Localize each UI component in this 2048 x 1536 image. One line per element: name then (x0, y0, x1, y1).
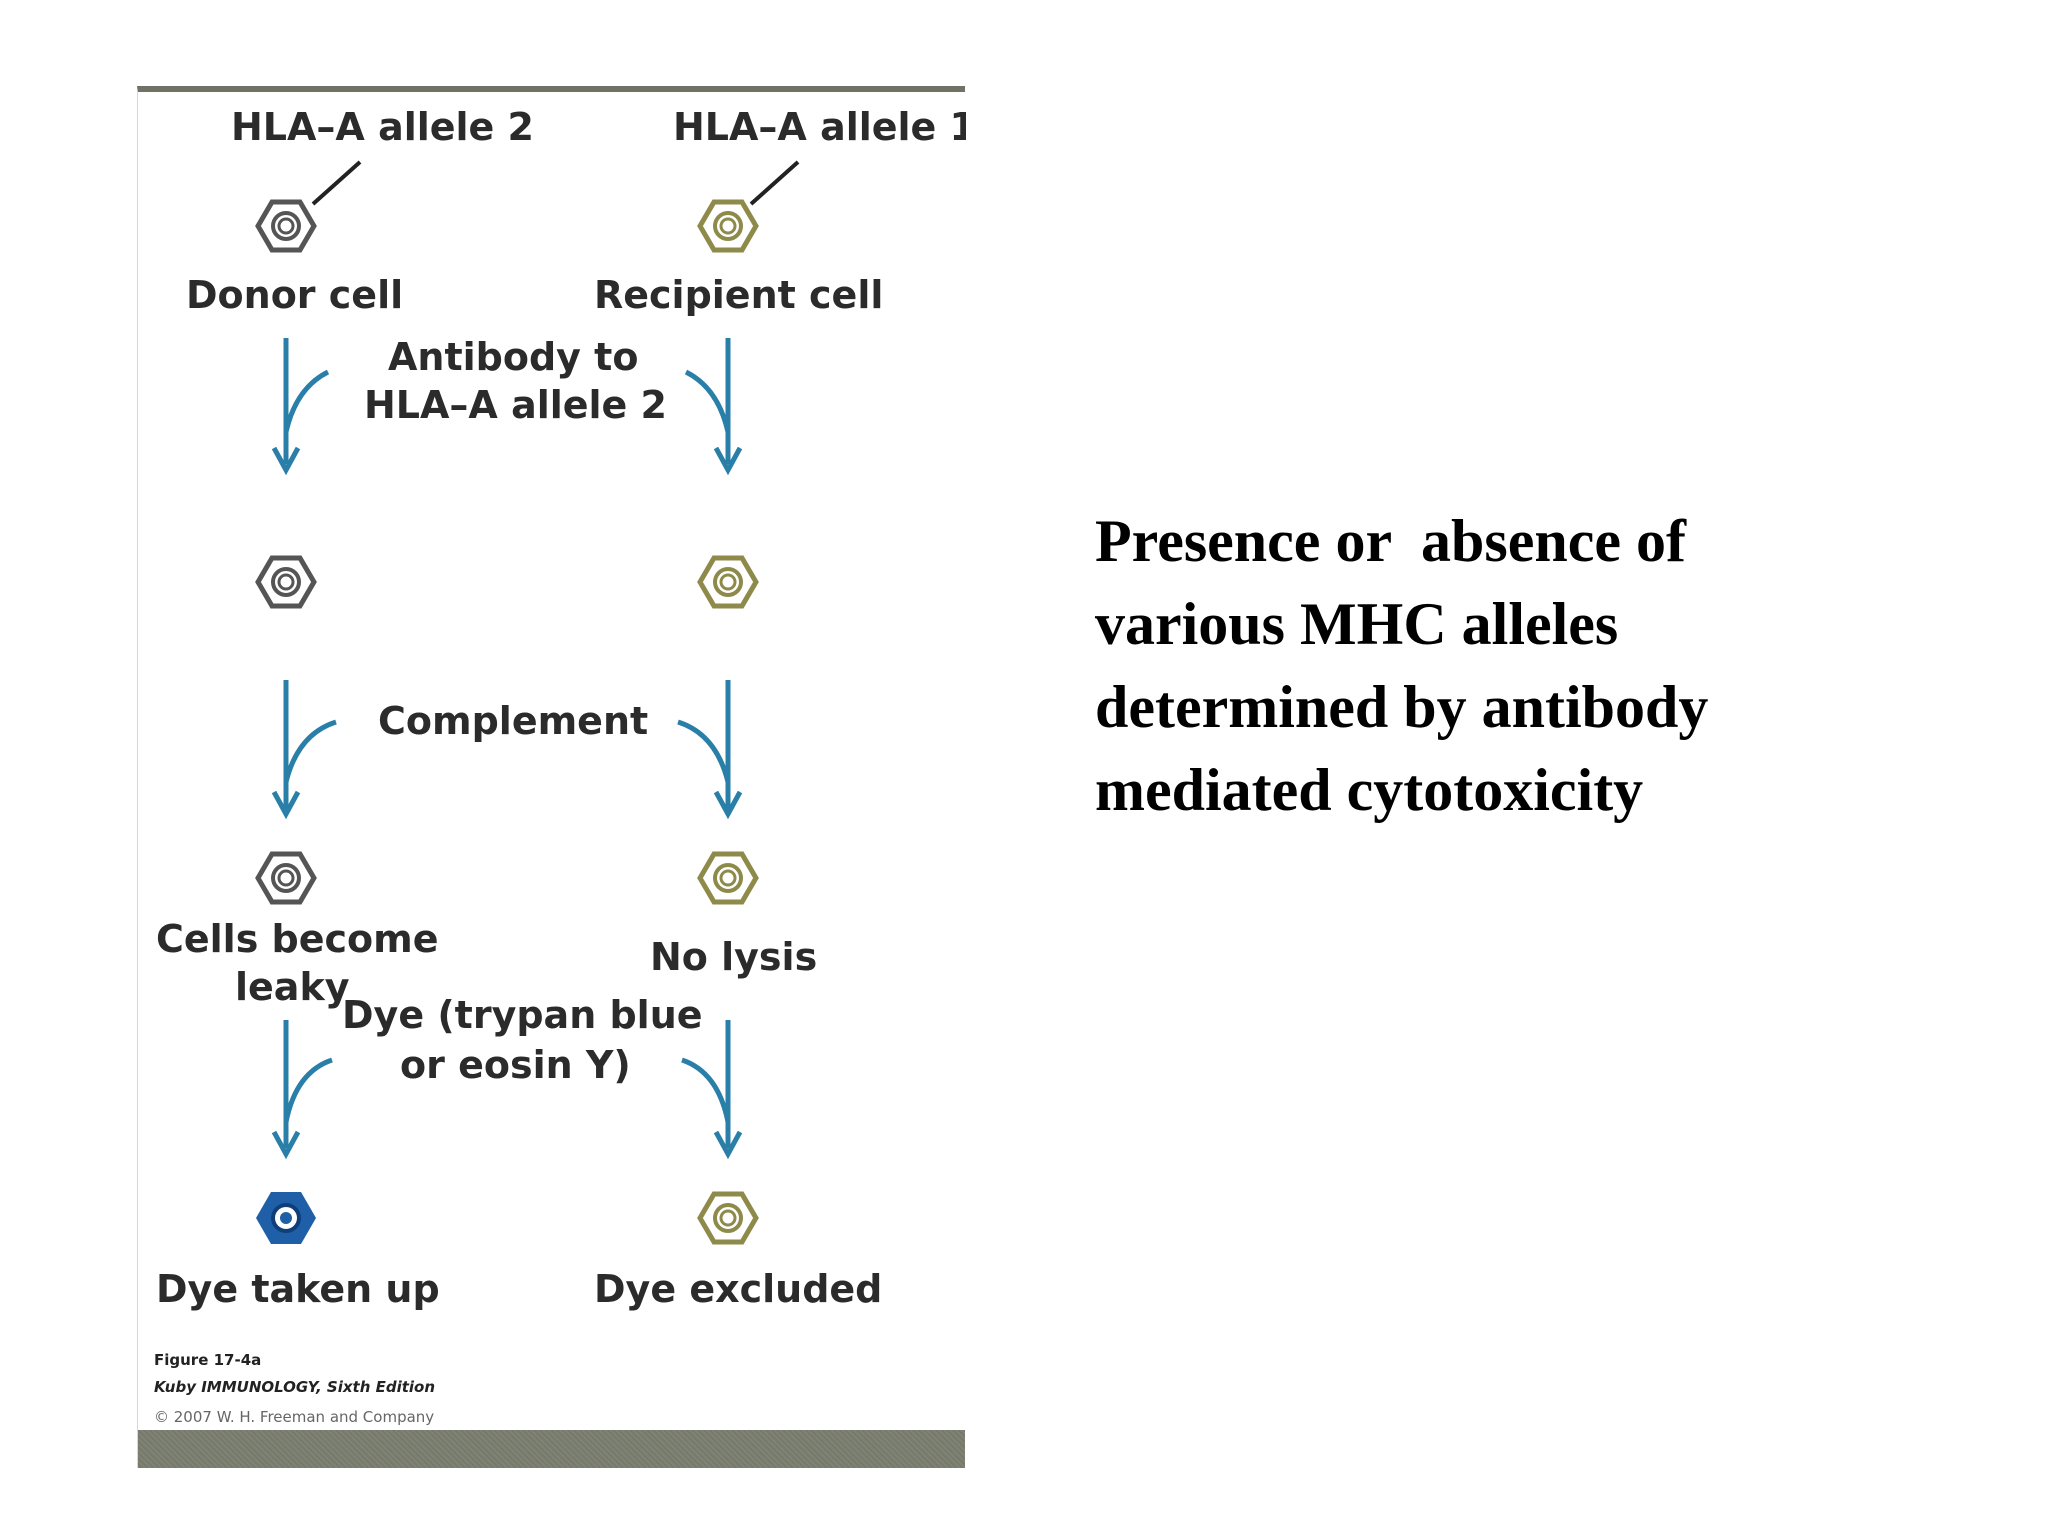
hla-typing-diagram: HLA–A allele 2 HLA–A allele 1 Donor cell… (154, 105, 966, 1426)
stained-donor-cell-icon (256, 1192, 316, 1244)
figure-panel: HLA–A allele 2 HLA–A allele 1 Donor cell… (137, 86, 966, 1468)
label-dye-excluded: Dye excluded (594, 1267, 882, 1311)
label-dye-taken-up: Dye taken up (156, 1267, 440, 1311)
slide-heading: Presence or absence of various MHC allel… (1095, 500, 1895, 832)
leaky-donor-cell-icon (258, 854, 314, 902)
label-antibody-line2: HLA–A allele 2 (364, 383, 667, 427)
arrow-step3-recipient (681, 1020, 743, 1160)
arrow-step1-donor (271, 338, 330, 476)
pointer-line-allele-1 (749, 160, 800, 206)
label-allele-2: HLA–A allele 2 (231, 105, 534, 149)
antibody-coated-donor-cell (199, 496, 376, 673)
antibody-icon (199, 560, 258, 612)
label-complement: Complement (378, 699, 648, 743)
heading-line-3: determined by antibody (1095, 674, 1709, 740)
label-dye-line2: or eosin Y) (400, 1043, 631, 1087)
label-donor-cell: Donor cell (186, 273, 403, 317)
arrow-step2-donor (271, 680, 337, 820)
heading-line-2: various MHC alleles (1095, 591, 1619, 657)
label-no-lysis: No lysis (650, 935, 817, 979)
donor-cell-icon (258, 202, 314, 250)
label-recipient-cell: Recipient cell (594, 273, 883, 317)
recipient-cell-icon (700, 202, 756, 250)
recipient-cell-icon (700, 558, 756, 606)
label-antibody-line1: Antibody to (388, 335, 638, 379)
label-allele-1: HLA–A allele 1 (673, 105, 966, 149)
unstained-recipient-cell-icon (700, 1194, 756, 1242)
caption-copyright: © 2007 W. H. Freeman and Company (154, 1408, 434, 1426)
heading-line-1: Presence or absence of (1095, 508, 1686, 574)
arrow-step1-recipient (684, 338, 743, 476)
arrow-step2-recipient (677, 680, 743, 820)
label-cells-become-line2: leaky (235, 965, 350, 1009)
caption-figure-number: Figure 17-4a (154, 1351, 261, 1369)
antibody-icon (215, 514, 267, 573)
antibody-icon (291, 609, 349, 673)
label-dye-line1: Dye (trypan blue (342, 993, 703, 1037)
figure-footer-bar (138, 1430, 965, 1468)
pointer-line-allele-2 (311, 160, 362, 206)
antibody-icon (289, 496, 357, 563)
label-cells-become-line1: Cells become (156, 917, 439, 961)
arrow-step3-donor (271, 1020, 333, 1160)
heading-line-4: mediated cytotoxicity (1095, 757, 1644, 823)
recipient-cell-icon (700, 854, 756, 902)
caption-book: Kuby IMMUNOLOGY, Sixth Edition (154, 1378, 435, 1396)
antibody-icon (320, 566, 376, 614)
